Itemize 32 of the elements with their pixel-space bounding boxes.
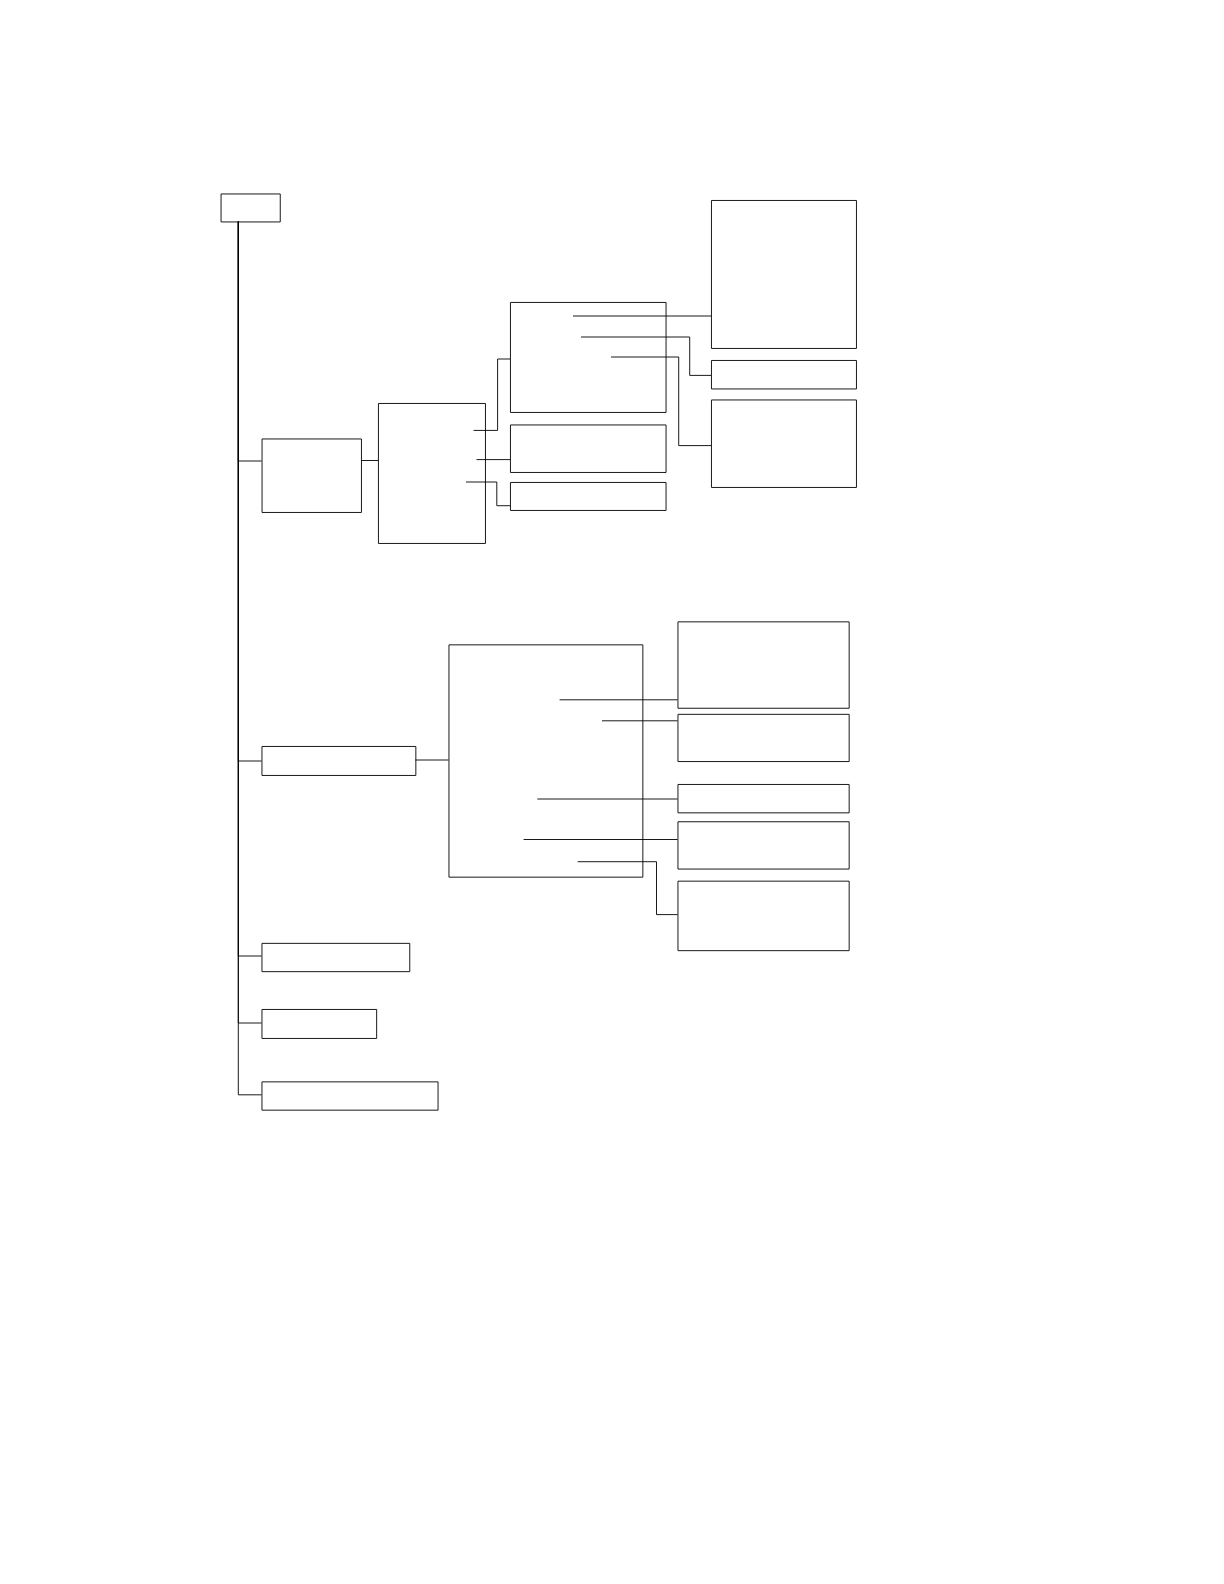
box (677, 713, 850, 762)
connector-line (601, 720, 678, 722)
connector-line (465, 481, 511, 507)
box (677, 821, 850, 870)
box (711, 360, 857, 390)
connector-line (473, 358, 511, 431)
box (510, 424, 667, 473)
connector-line (559, 699, 678, 701)
box (261, 746, 417, 776)
connector-line (360, 460, 379, 461)
connector-line (572, 315, 712, 317)
box (378, 403, 486, 544)
connector-line (580, 336, 712, 376)
box (510, 482, 667, 511)
box (261, 438, 362, 513)
connector-line (523, 839, 678, 840)
box (677, 621, 850, 709)
connector-line (476, 459, 511, 461)
box (448, 644, 644, 878)
box (677, 880, 850, 952)
box (261, 1009, 378, 1039)
box (711, 399, 857, 488)
box (261, 942, 411, 973)
box (220, 193, 281, 223)
connector-line (414, 759, 449, 761)
box (261, 1081, 439, 1111)
box (711, 200, 857, 349)
box (677, 784, 850, 814)
connector-line (536, 798, 678, 800)
connector-line (577, 861, 678, 916)
box (510, 302, 667, 413)
connector-line (610, 356, 712, 447)
